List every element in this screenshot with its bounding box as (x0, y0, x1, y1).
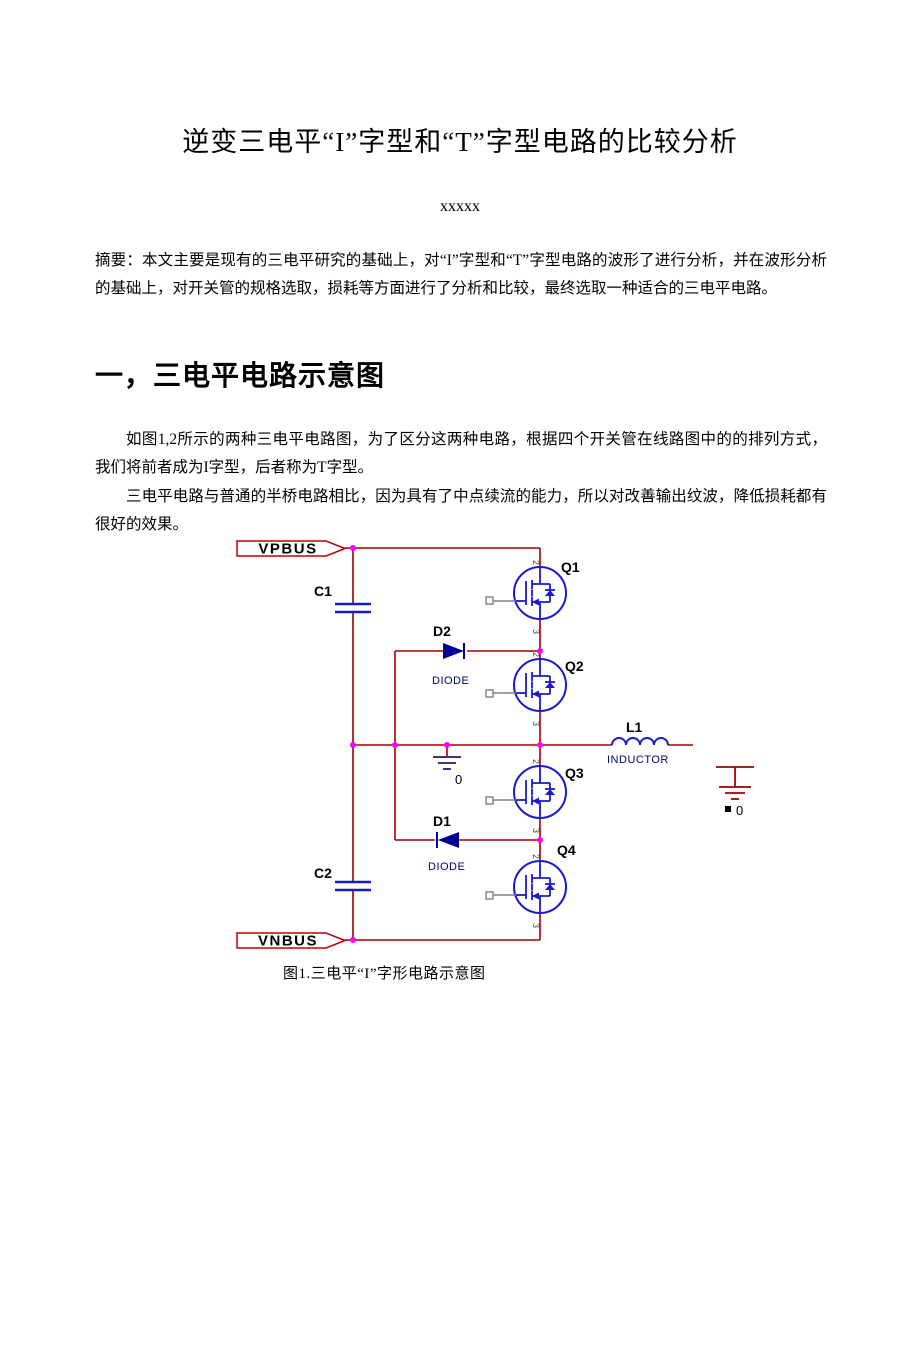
c1-label: C1 (314, 583, 332, 599)
mosfet-q3 (513, 765, 567, 819)
paragraph-1: 如图1,2所示的两种三电平电路图，为了区分这两种电路，根据四个开关管在线路图中的… (95, 431, 827, 476)
capacitor-c2-symbol (335, 880, 371, 892)
mosfet-q4 (513, 860, 567, 914)
pin-number-2: 2 (531, 560, 541, 565)
circuit-diagram: VPBUS VNBUS C1 C2 D2 D1 Q1 Q2 Q3 Q4 L1 D… (236, 540, 754, 950)
pin-number-3: 3 (531, 629, 541, 634)
pin-number-2: 2 (531, 854, 541, 859)
d1-diode-label: DIODE (428, 861, 465, 873)
abstract-paragraph: 摘要：本文主要是现有的三电平研究的基础上，对“I”字型和“T”字型电路的波形了进… (95, 252, 827, 297)
ground-mid-label: 0 (455, 772, 462, 787)
l1-inductor-label: INDUCTOR (607, 754, 669, 766)
ground-symbol-mid (433, 756, 461, 770)
vpbus-label: VPBUS (258, 541, 317, 558)
mosfet-q2 (513, 658, 567, 712)
pin-number-2: 2 (531, 759, 541, 764)
pin-numbers: 2 3 2 3 2 3 2 3 (531, 560, 541, 928)
q1-label: Q1 (561, 559, 580, 575)
pin-number-3: 3 (531, 721, 541, 726)
c2-label: C2 (314, 865, 332, 881)
d2-label: D2 (433, 623, 451, 639)
capacitor-c1-symbol (335, 602, 371, 614)
diode-d1-symbol (436, 832, 459, 848)
l1-label: L1 (626, 719, 643, 735)
page-title: 逆变三电平“I”字型和“T”字型电路的比较分析 (182, 127, 738, 157)
inductor-l1-symbol (611, 737, 669, 746)
diode-d2-symbol (443, 643, 465, 659)
d1-label: D1 (433, 813, 451, 829)
figure-caption: 图1.三电平“I”字形电路示意图 (283, 966, 486, 982)
mosfet-q1 (513, 566, 567, 620)
vpbus-connector: VPBUS (236, 540, 348, 558)
vnbus-connector: VNBUS (236, 932, 348, 950)
gate-pins (485, 596, 516, 900)
pin-number-2: 2 (531, 652, 541, 657)
ground-symbol-output (716, 766, 754, 800)
vnbus-label: VNBUS (258, 933, 318, 950)
ground-output-label: 0 (736, 803, 743, 818)
paragraph-2: 三电平电路与普通的半桥电路相比，因为具有了中点续流的能力，所以对改善输出纹波，降… (95, 488, 827, 533)
q4-label: Q4 (557, 842, 576, 858)
pin-number-3: 3 (531, 923, 541, 928)
author: xxxxx (440, 198, 480, 215)
q3-label: Q3 (565, 765, 584, 781)
pin-number-3: 3 (531, 828, 541, 833)
d2-diode-label: DIODE (432, 675, 469, 687)
q2-label: Q2 (565, 658, 584, 674)
junction-dots (350, 545, 543, 943)
ground-output-marker (725, 806, 731, 812)
section-heading: 一，三电平电路示意图 (95, 360, 386, 391)
